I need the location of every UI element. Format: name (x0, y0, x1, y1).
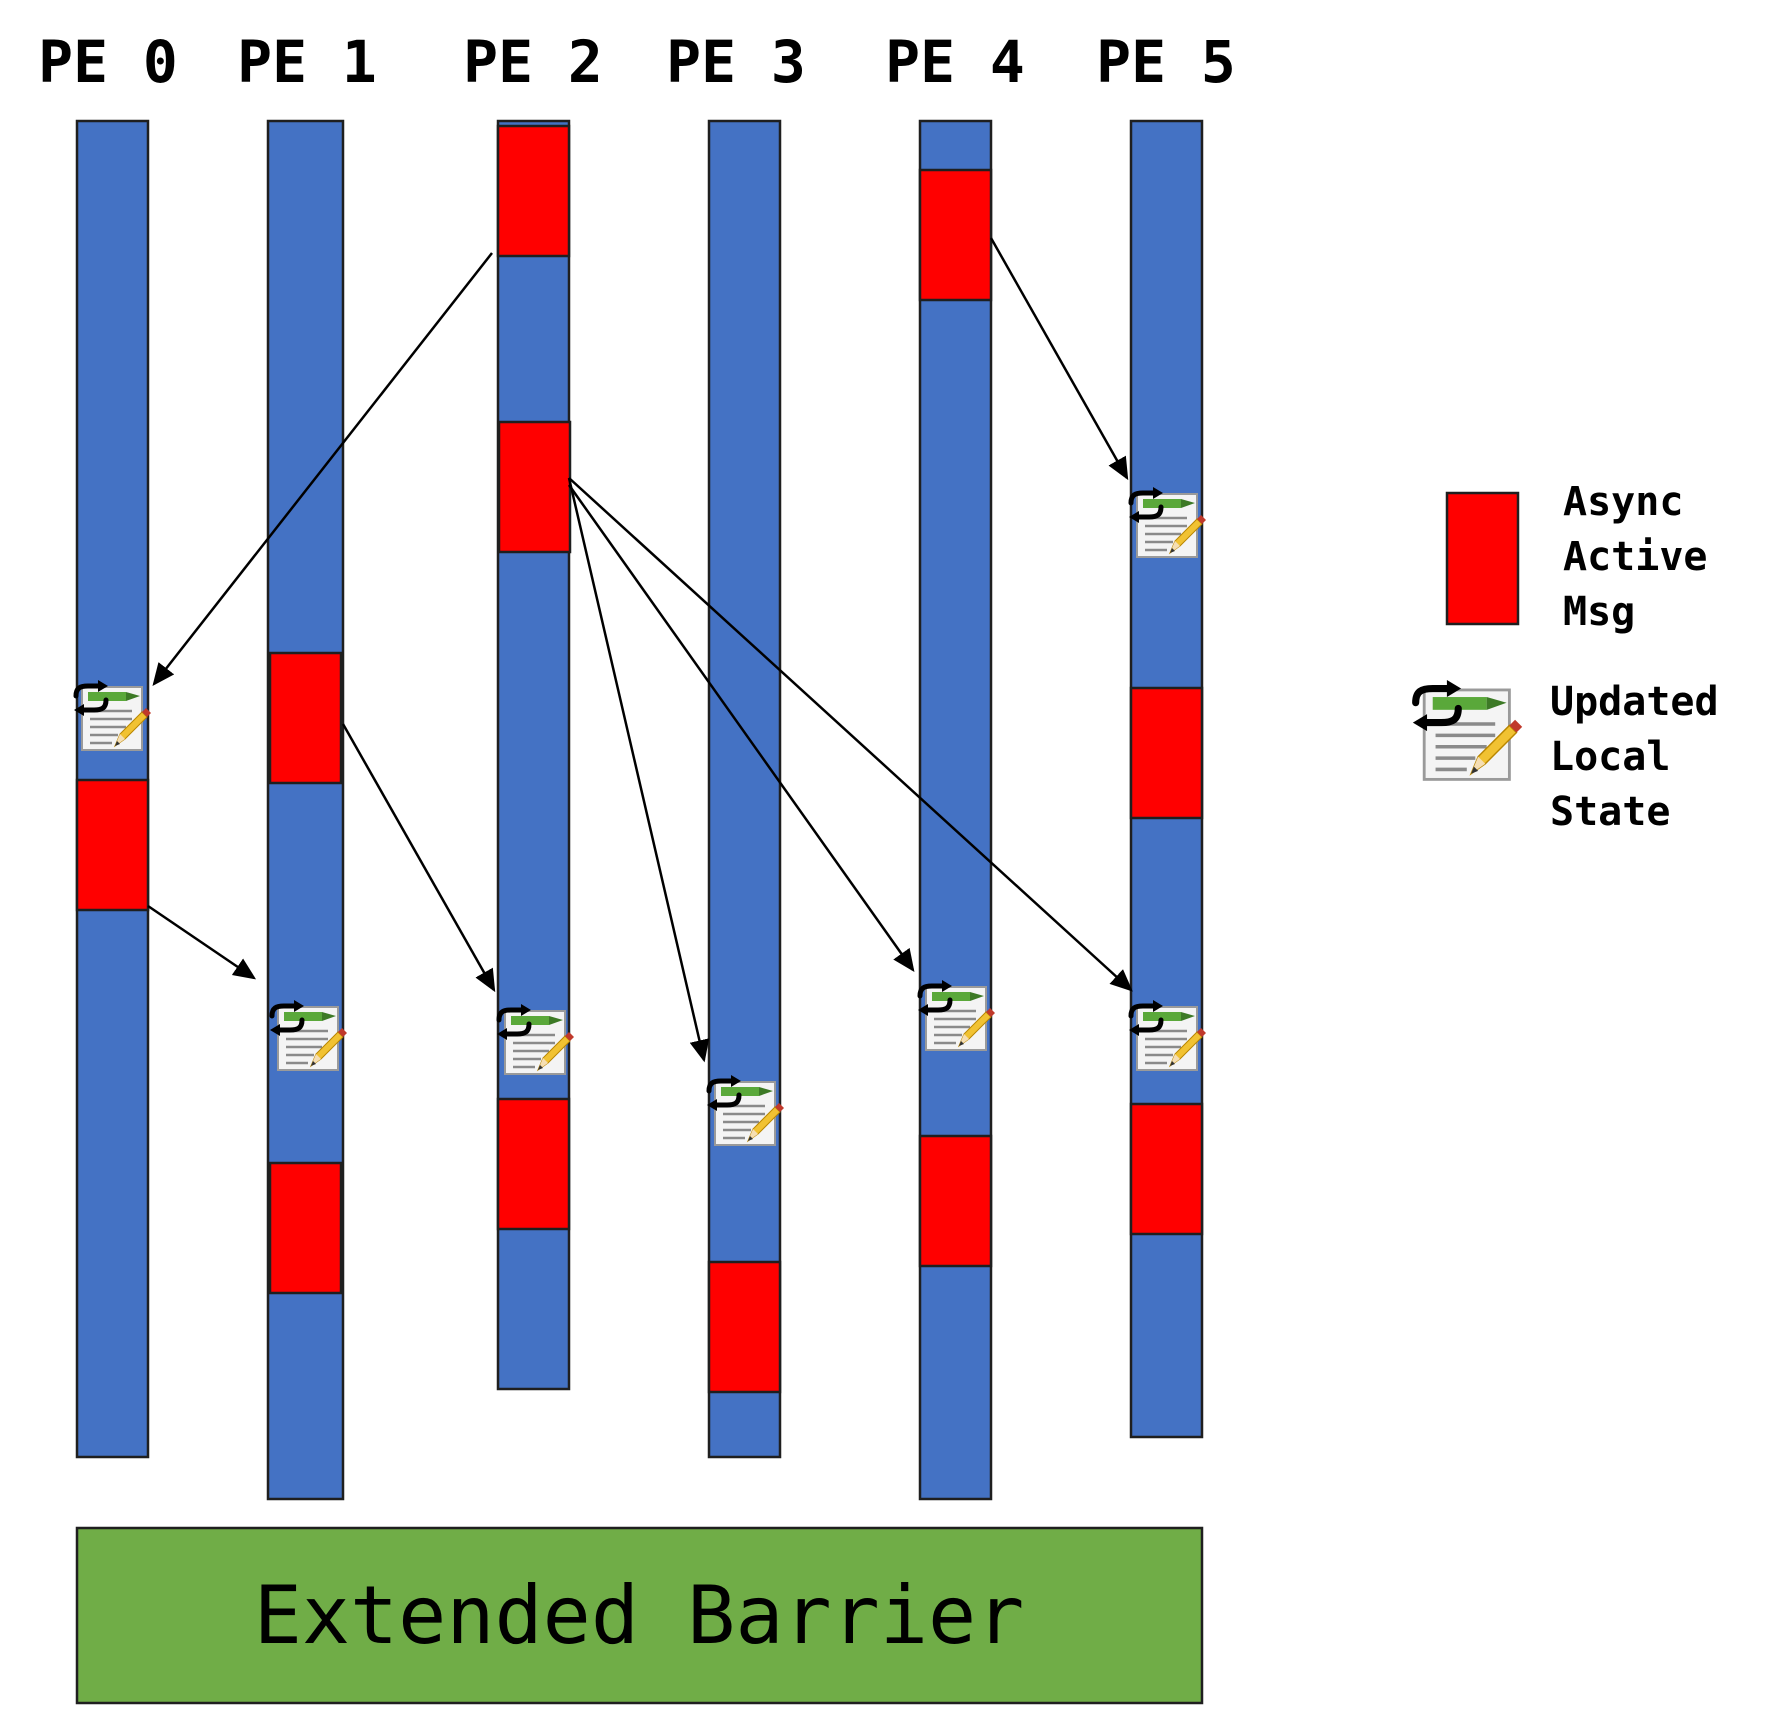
updated-local-state-icon (707, 1075, 784, 1145)
legend-state-line-1: Updated (1550, 679, 1719, 725)
legend-state-line-2: Local (1550, 734, 1670, 780)
async-message-block (918, 1134, 993, 1268)
async-message-block (918, 168, 993, 302)
legend-state-icon (1413, 680, 1522, 779)
async-message-block (496, 1097, 571, 1231)
async-message-block (497, 420, 572, 554)
message-arrow (989, 237, 1129, 481)
async-message-block (707, 1260, 782, 1394)
updated-local-state-icon (74, 680, 151, 750)
async-message-block (268, 1161, 343, 1295)
async-message-block (1129, 686, 1204, 820)
async-message-block (75, 778, 150, 912)
message-arrow (147, 904, 257, 980)
pe-4-timeline (918, 119, 993, 1501)
async-message-block (1129, 1102, 1204, 1236)
updated-local-state-icon (1129, 1000, 1206, 1070)
legend-state-line-3: State (1550, 789, 1670, 835)
legend-async-swatch (1445, 491, 1520, 626)
extended-barrier-label: Extended Barrier (254, 1569, 1025, 1662)
updated-local-state-icon (497, 1004, 574, 1074)
pe-2-label: PE 2 (463, 28, 603, 96)
message-arrow (568, 477, 1133, 992)
pe-3-label: PE 3 (666, 28, 806, 96)
updated-local-state-icon (270, 1000, 347, 1070)
async-message-block (496, 124, 571, 258)
pe-1-label: PE 1 (237, 28, 377, 96)
pe-5-label: PE 5 (1096, 28, 1236, 96)
updated-local-state-icon (918, 980, 995, 1050)
message-arrow (567, 484, 915, 973)
legend-async-line-2: Active (1563, 534, 1708, 580)
pe-3-timeline (707, 119, 782, 1459)
updated-local-state-icon (1129, 487, 1206, 557)
pe-0-label: PE 0 (38, 28, 178, 96)
legend-async-line-1: Async (1563, 479, 1683, 525)
message-arrow (152, 252, 493, 686)
async-message-block (268, 651, 343, 785)
message-arrow (567, 477, 710, 1063)
extended-barrier (75, 1526, 1204, 1705)
message-arrow (341, 723, 496, 993)
pe-4-label: PE 4 (885, 28, 1025, 96)
legend-async-line-3: Msg (1563, 589, 1635, 635)
